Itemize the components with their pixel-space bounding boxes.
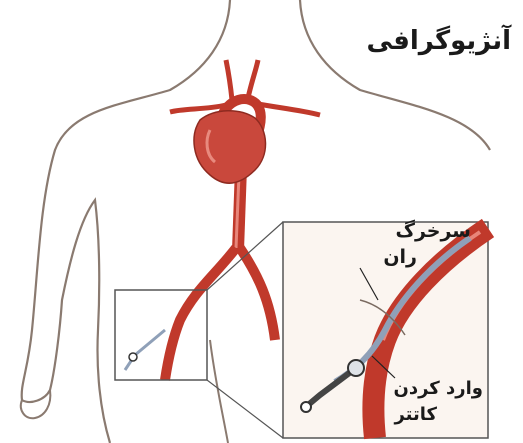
arm-artery-left [170,105,226,112]
arm-artery-right [258,104,320,115]
heart [194,111,266,183]
inset-catheter-end [301,402,311,412]
small-catheter-hub [129,353,137,361]
iliac-artery-left [165,248,236,380]
catheter-label-line2: کاتتر [394,406,437,424]
femoral-artery-label-line1: سرخرگ [396,222,471,241]
femoral-artery-label-line2: ران [383,248,417,267]
neck-artery-right [248,60,258,98]
body-outline [22,0,230,443]
inset-catheter-hub [348,360,364,376]
neck-artery-left [226,60,232,100]
body-outline-right [300,0,490,150]
catheter-label-line1: وارد کردن [394,380,484,398]
small-catheter [125,330,165,370]
inset-connector-top [207,222,283,290]
leg-outline [210,340,228,443]
inset-connector-bottom [207,380,283,438]
diagram-title: آنژیوگرافی [367,28,511,54]
iliac-artery-right [240,248,275,340]
